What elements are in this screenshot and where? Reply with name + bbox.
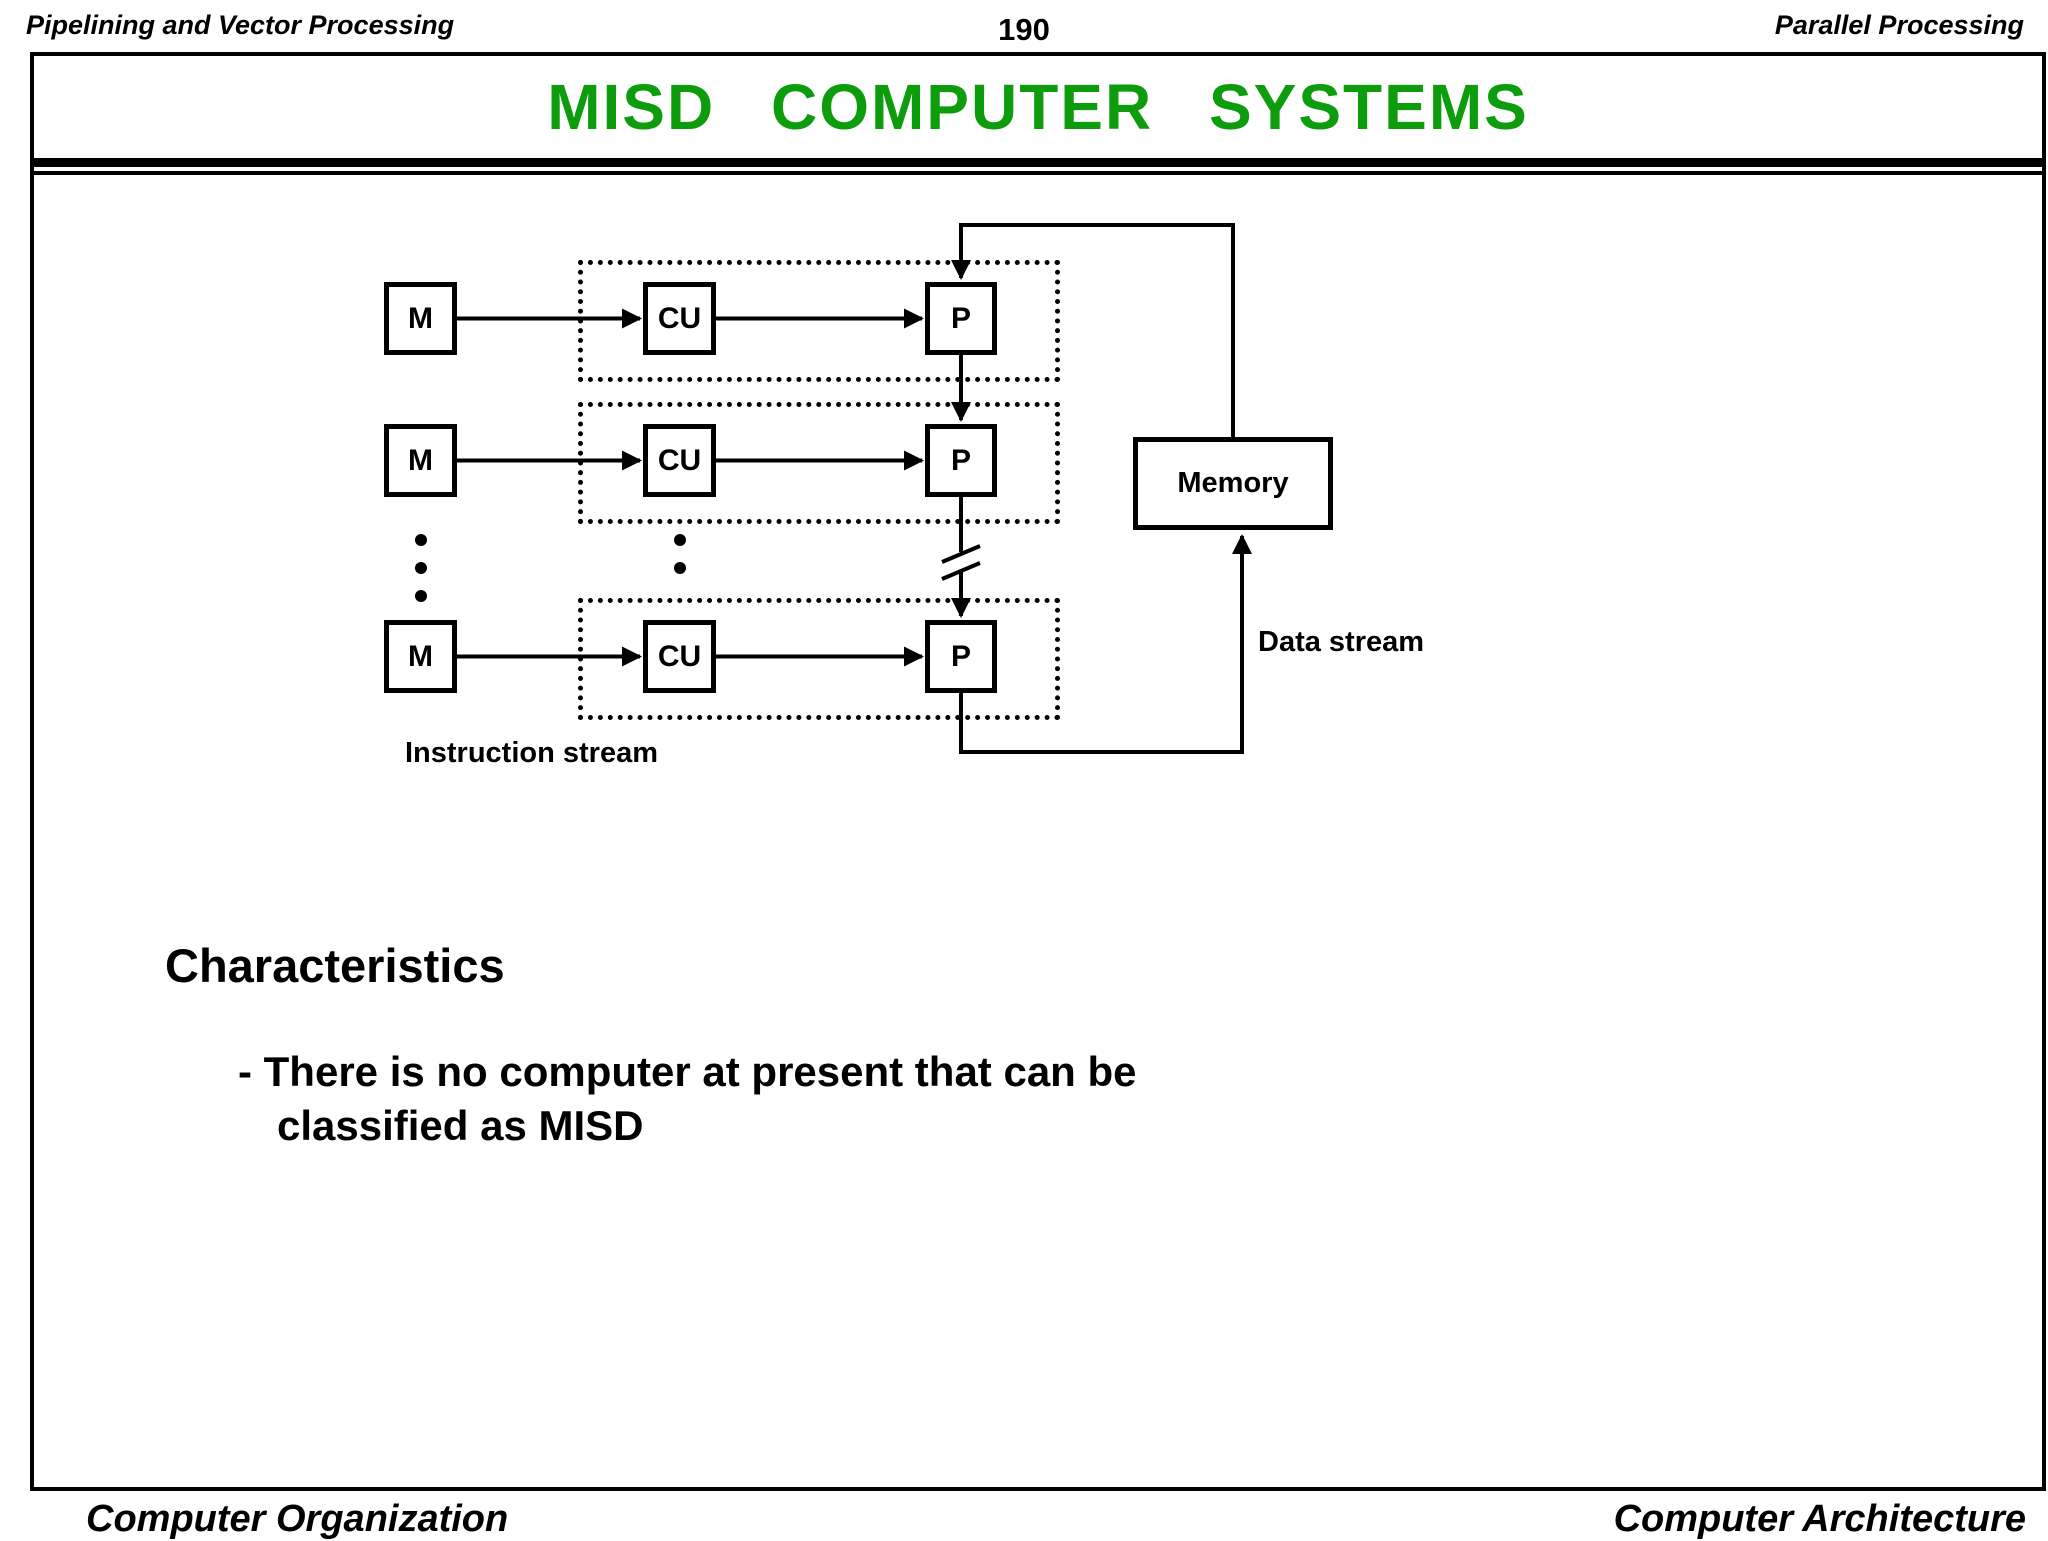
slide-title: MISD COMPUTER SYSTEMS: [547, 71, 1529, 143]
processor-box-1: P: [925, 282, 997, 355]
ellipsis-dot-cu: [674, 534, 686, 546]
characteristics-bullet-line2: classified as MISD: [277, 1102, 644, 1149]
title-band: MISD COMPUTER SYSTEMS: [34, 56, 2042, 158]
control-unit-box-3: CU: [643, 620, 716, 693]
processor-box-2: P: [925, 424, 997, 497]
ellipsis-dot-cu: [674, 562, 686, 574]
dotted-group-row2: [578, 402, 1060, 524]
page-number: 190: [998, 12, 1050, 47]
break-tick-2: [941, 561, 981, 581]
memory-module-box-1: M: [384, 282, 457, 355]
data-stream-label: Data stream: [1258, 626, 1425, 658]
ellipsis-dot-m: [415, 534, 427, 546]
memory-module-box-3: M: [384, 620, 457, 693]
header-section-left: Pipelining and Vector Processing: [26, 10, 455, 40]
title-divider-rule: [34, 158, 2042, 175]
memory-module-box-2: M: [384, 424, 457, 497]
instruction-stream-label: Instruction stream: [405, 737, 658, 769]
control-unit-box-1: CU: [643, 282, 716, 355]
ellipsis-dot-m: [415, 590, 427, 602]
footer-course-right: Computer Architecture: [1613, 1498, 2026, 1540]
header-section-right: Parallel Processing: [1774, 10, 2024, 40]
characteristics-bullet-line1: - There is no computer at present that c…: [238, 1048, 1137, 1095]
ellipsis-dot-m: [415, 562, 427, 574]
footer-course-left: Computer Organization: [86, 1498, 509, 1540]
break-tick-1: [941, 544, 981, 564]
processor-box-3: P: [925, 620, 997, 693]
shared-memory-box: Memory: [1133, 437, 1333, 530]
control-unit-box-2: CU: [643, 424, 716, 497]
characteristics-heading: Characteristics: [165, 939, 505, 992]
